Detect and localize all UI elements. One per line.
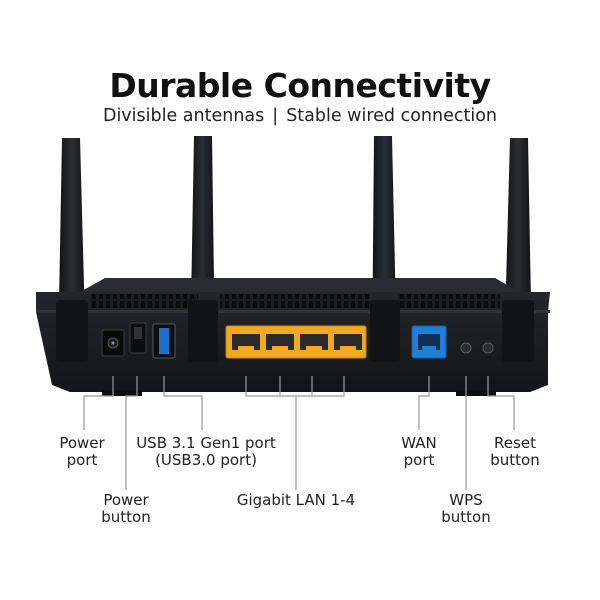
router-foot-right [456, 390, 496, 396]
router-top-edge [80, 278, 520, 292]
callout-power-button [125, 376, 138, 490]
reset-button-hole [482, 342, 494, 354]
page-subtitle: Divisible antennas | Stable wired connecti… [0, 106, 600, 126]
lan-ports [225, 325, 367, 359]
callout-usb [163, 376, 203, 430]
vent-slots-2 [220, 294, 370, 308]
wps-button-hole [460, 342, 472, 354]
callout-lines [83, 376, 515, 490]
callout-lan-bracket [245, 376, 345, 397]
label-lan: Gigabit LAN 1-4 [236, 491, 356, 509]
label-reset-button: Reset button [490, 434, 540, 469]
router-ridge [36, 310, 550, 313]
page-title: Durable Connectivity [109, 66, 491, 105]
callout-wan [418, 376, 430, 430]
vent-slots-3 [398, 294, 500, 308]
power-port [101, 329, 125, 357]
vent-slots-1 [90, 294, 198, 308]
label-wan-port: WAN port [401, 434, 437, 469]
router-foot-left [102, 390, 142, 396]
usb-port [152, 323, 176, 359]
subtitle-wired: Stable wired connection [286, 106, 498, 126]
callout-power-port [83, 376, 114, 430]
antenna-bases [56, 300, 534, 362]
power-button [129, 322, 147, 354]
callout-reset [487, 376, 515, 430]
wan-port [411, 325, 447, 359]
label-power-button: Power button [101, 491, 151, 526]
subtitle-antennas: Divisible antennas [102, 106, 265, 126]
label-wps-button: WPS button [441, 491, 491, 526]
label-usb-port: USB 3.1 Gen1 port (USB3.0 port) [136, 434, 276, 469]
subtitle-separator: | [272, 106, 279, 126]
label-power-port: Power port [59, 434, 105, 469]
